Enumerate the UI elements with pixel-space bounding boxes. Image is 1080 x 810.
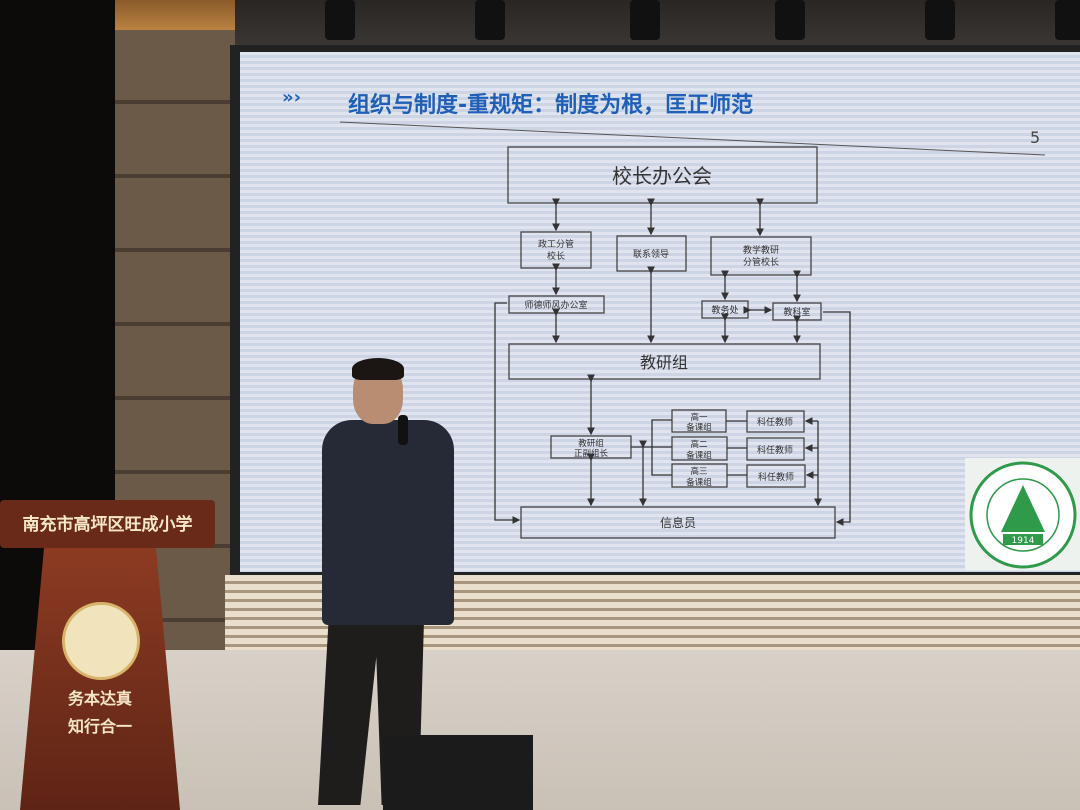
label: 备课组	[686, 477, 712, 488]
label: 备课组	[686, 422, 712, 433]
label: 高一	[690, 412, 708, 423]
slide-title: 组织与制度-重规矩：制度为根，匡正师范	[348, 92, 753, 118]
box-informant	[520, 506, 836, 539]
label: 信息员	[660, 515, 696, 530]
box-teacher-3	[746, 464, 806, 488]
label: 科任教师	[757, 444, 793, 456]
label-principal-office: 校长办公会	[612, 164, 712, 188]
spotlight	[925, 0, 955, 40]
box-principal-office	[507, 146, 818, 204]
label: 科任教师	[757, 416, 793, 428]
label: 科任教师	[758, 471, 794, 483]
label: 高二	[690, 439, 708, 450]
podium-motto-line1: 务本达真	[67, 689, 132, 708]
tree-icon	[1001, 485, 1045, 532]
connectors	[552, 198, 801, 507]
box-vp-teaching	[710, 236, 812, 276]
label: 政工分管	[538, 238, 574, 250]
chevrons-icon: »›	[282, 87, 301, 108]
label: 教研组	[640, 353, 688, 372]
label: 教务处	[711, 304, 738, 316]
speaker-hair	[352, 358, 404, 380]
spotlight	[630, 0, 660, 40]
title-underline	[339, 121, 1046, 156]
podium-top	[0, 500, 215, 548]
school-emblem-icon	[62, 602, 140, 680]
label: 备课组	[686, 450, 712, 461]
podium-school-name: 南充市高坪区旺成小学	[22, 515, 193, 535]
school-logo: 1914	[965, 458, 1080, 570]
speaker-jacket	[322, 420, 454, 625]
label: 分管校长	[743, 256, 779, 268]
label: 校长	[547, 250, 565, 262]
spotlight	[325, 0, 355, 40]
spotlight	[475, 0, 505, 40]
stage-monitor-speaker	[383, 735, 533, 810]
microphone-icon	[398, 415, 408, 445]
stage-floor	[0, 650, 1080, 810]
label: 教科室	[783, 306, 810, 318]
label: 高三	[690, 466, 707, 477]
box-teacher-2	[746, 437, 805, 461]
box-research-group	[508, 343, 821, 380]
label: 正副组长	[574, 448, 609, 459]
label: 教研组	[578, 438, 604, 449]
logo-year: 1914	[1012, 536, 1035, 546]
label: 师德师风办公室	[524, 299, 587, 311]
label: 联系领导	[633, 248, 669, 260]
podium-motto-line2: 知行合一	[67, 717, 132, 736]
spotlight	[1055, 0, 1080, 40]
page-number: 5	[1030, 128, 1040, 147]
spotlight	[775, 0, 805, 40]
org-chart-slide: »› 组织与制度-重规矩：制度为根，匡正师范 5 校长办公会 政工分管 校长 联…	[282, 87, 1080, 570]
label: 教学教研	[743, 244, 779, 256]
box-vp-political	[520, 231, 592, 269]
side-connectors	[494, 302, 851, 526]
